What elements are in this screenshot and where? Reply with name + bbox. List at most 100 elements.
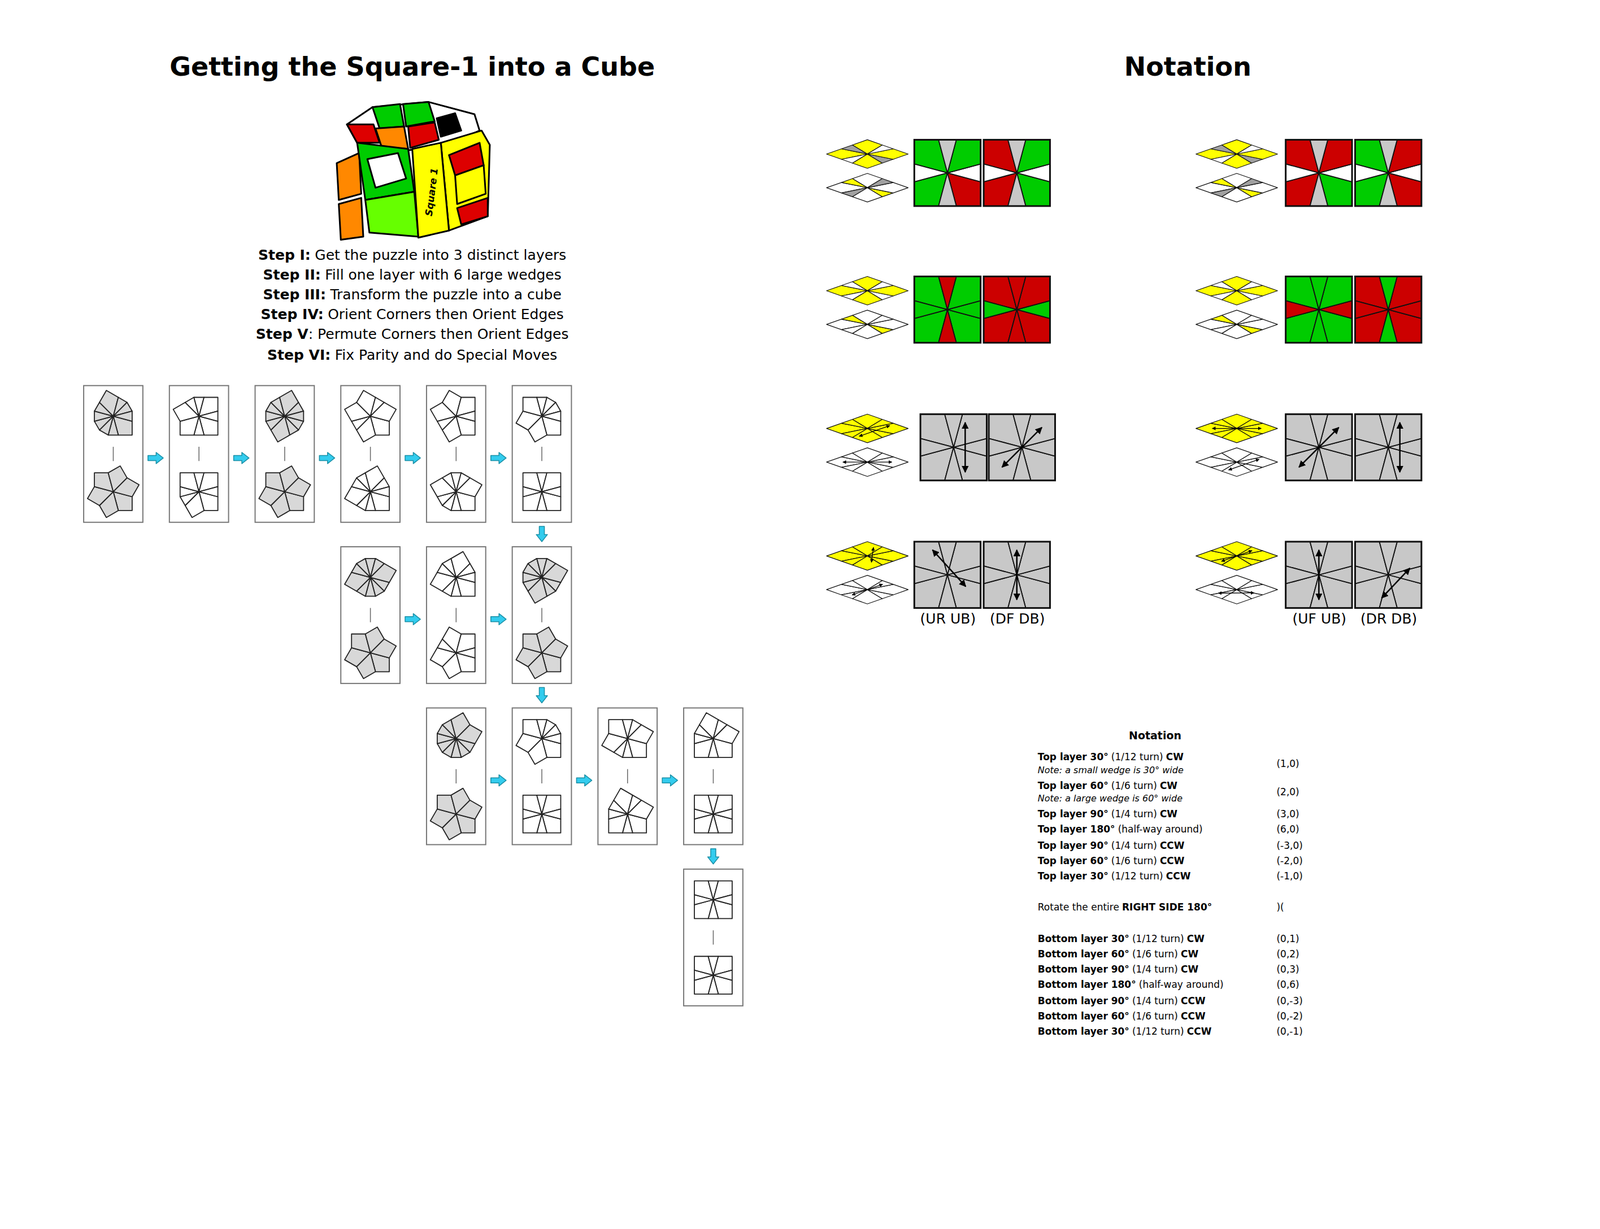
swap-arrow — [1318, 550, 1320, 600]
edge-piece — [1310, 276, 1328, 310]
text-line: (0,-3) — [1276, 995, 1303, 1007]
edge-piece — [867, 419, 894, 429]
edge-piece — [1210, 187, 1237, 197]
text-line: (0,2) — [1276, 948, 1299, 960]
layer-wedge — [455, 800, 482, 820]
layer-view-frame — [914, 541, 981, 608]
shape-panel — [340, 546, 400, 684]
layer-view-frame — [1285, 414, 1352, 481]
label-text: CW — [1159, 780, 1178, 792]
layer-wedge — [112, 411, 132, 422]
layer-wedge — [712, 894, 732, 906]
layer-wedge — [627, 800, 654, 820]
puzzle-piece — [455, 165, 486, 205]
shape-panel — [683, 869, 743, 1007]
edge-piece — [944, 414, 963, 448]
text-line: Step I:Get the puzzle into 3 distinct la… — [258, 246, 567, 264]
swap-arrow — [851, 584, 883, 595]
text-line: Top layer 30°(1/12 turn)CCW — [1037, 870, 1191, 882]
edge-piece — [1285, 300, 1320, 319]
edge-piece — [841, 324, 868, 334]
layer-wedge — [712, 809, 732, 820]
layer-wedge — [541, 487, 561, 498]
edge-piece — [914, 163, 948, 182]
label-text: Note: a large wedge is 60° wide — [1037, 793, 1183, 805]
text-line: (-2,0) — [1276, 855, 1303, 867]
label-text: (0,-3) — [1276, 995, 1303, 1007]
label-text: (1/4 turn) — [1132, 963, 1178, 976]
middle-layer-line — [455, 769, 458, 784]
label-text: (0,-1) — [1276, 1025, 1303, 1038]
middle-layer-line — [455, 607, 458, 623]
label-text: (DR DB) — [1360, 610, 1417, 628]
middle-layer-line — [541, 769, 543, 784]
edge-piece — [841, 580, 868, 590]
text-line: (-3,0) — [1276, 840, 1303, 852]
text-line: (0,6) — [1276, 979, 1299, 991]
swap-arrow — [859, 425, 890, 437]
layer-view-frame — [983, 139, 1050, 206]
edge-piece — [1007, 276, 1026, 310]
label-text: Orient Corners then Orient Edges — [327, 306, 564, 323]
layer-view-frame — [914, 139, 981, 206]
layer-wedge — [541, 638, 568, 658]
label-text: (1,0) — [1276, 758, 1299, 770]
step-arrow — [233, 452, 250, 464]
label-text: Top layer 90° — [1037, 808, 1109, 820]
shape-panel — [512, 385, 572, 523]
edge-piece — [938, 172, 956, 207]
step-arrow — [405, 452, 421, 464]
label-text: CW — [1166, 751, 1184, 763]
step-arrow — [490, 613, 507, 625]
edge-piece — [988, 438, 1023, 456]
middle-layer-line — [370, 446, 372, 462]
edge-piece — [841, 187, 868, 197]
label-text: Step VI: — [267, 346, 331, 364]
layer-view-frame — [1285, 276, 1352, 343]
edge-piece — [1310, 139, 1328, 173]
text-line: Top layer 180°(half-way around) — [1037, 823, 1203, 836]
text-line: Notation — [1128, 729, 1182, 743]
edge-piece — [1012, 414, 1031, 448]
shape-panel — [83, 385, 143, 523]
layer-wedge — [370, 402, 397, 421]
text-line: (0,-2) — [1276, 1010, 1303, 1023]
edge-piece — [938, 276, 956, 310]
label-text: CW — [1159, 808, 1178, 820]
text-line: Note: a small wedge is 30° wide — [1037, 764, 1184, 776]
label-text: (1/6 turn) — [1132, 1010, 1178, 1023]
edge-piece — [1236, 419, 1263, 429]
label-text: Square 1 — [423, 167, 441, 217]
layer-wedge — [198, 411, 218, 422]
edge-piece — [1285, 566, 1320, 584]
label-text: CW — [1180, 963, 1199, 976]
text-line: Top layer 90°(1/4 turn)CW — [1037, 808, 1178, 820]
edge-piece — [867, 178, 894, 188]
layer-wedge — [112, 477, 139, 497]
layer-view-frame — [1285, 139, 1352, 206]
label-text: (1/12 turn) — [1111, 751, 1164, 763]
layer-wedge — [370, 487, 390, 498]
middle-layer-line — [370, 607, 372, 623]
swap-arrow — [842, 462, 893, 463]
edge-piece — [867, 281, 894, 291]
edge-piece — [1355, 438, 1389, 456]
shape-panel — [512, 546, 572, 684]
label-text: (0,-2) — [1276, 1010, 1303, 1023]
middle-layer-line — [455, 446, 458, 462]
step-arrow — [662, 775, 678, 787]
label-text: (1/6 turn) — [1111, 780, 1158, 792]
label-text: : Permute Corners then Orient Edges — [308, 325, 569, 343]
label-text: (DF DB) — [989, 610, 1046, 628]
layer-wedge — [284, 411, 304, 422]
layer-view-frame — [1285, 541, 1352, 608]
edge-piece — [1210, 178, 1237, 188]
step-arrow — [490, 452, 507, 464]
text-line: Bottom layer 60°(1/6 turn)CW — [1037, 948, 1199, 960]
label-text: CCW — [1159, 855, 1185, 867]
edge-piece — [1236, 580, 1263, 590]
label-text: Fix Parity and do Special Moves — [335, 346, 558, 364]
edge-piece — [1210, 419, 1237, 429]
label-text: (1/12 turn) — [1111, 870, 1164, 882]
